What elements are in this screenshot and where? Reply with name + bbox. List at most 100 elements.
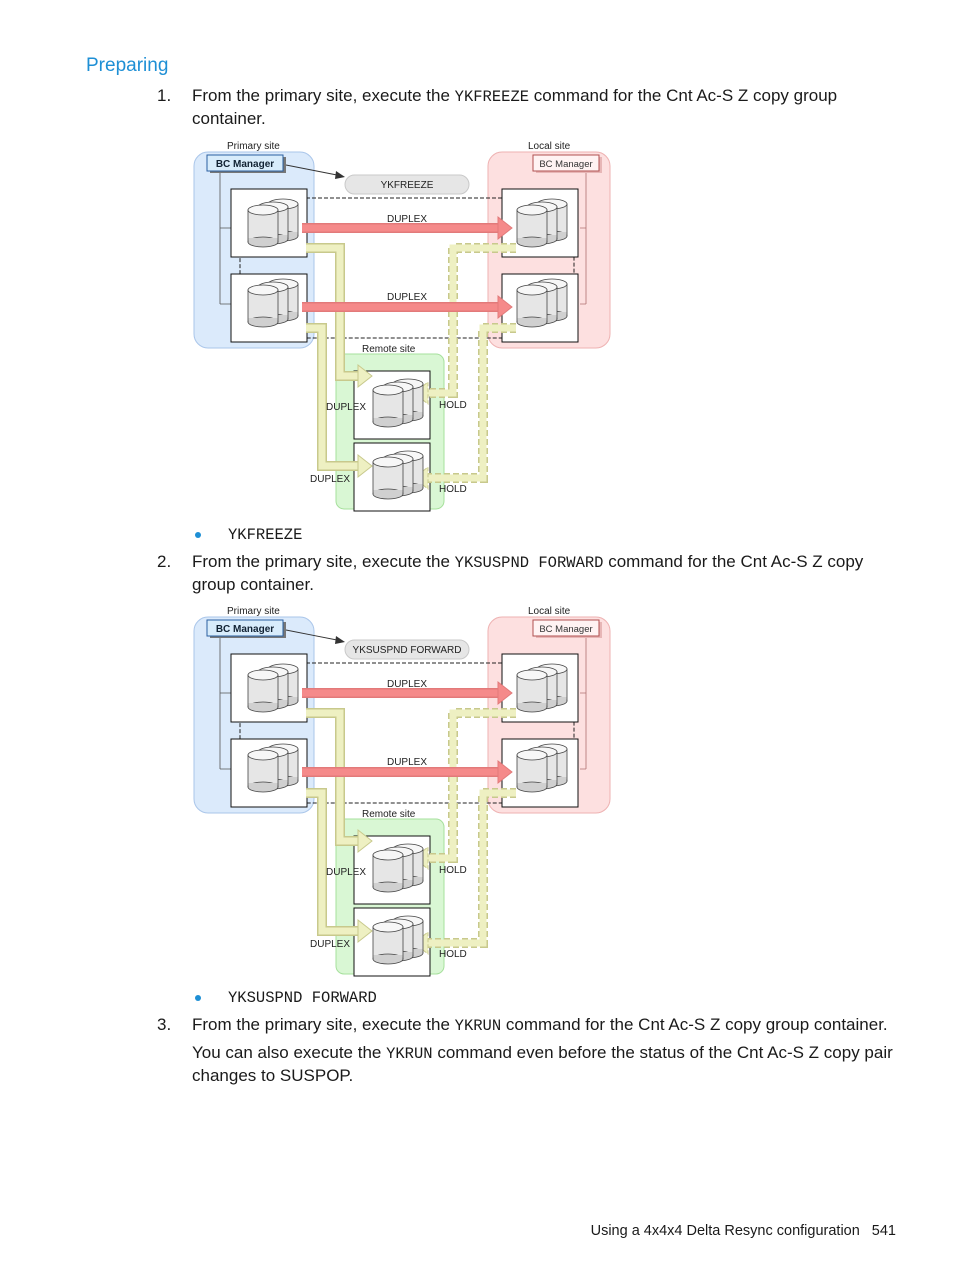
volume-shade — [517, 318, 547, 322]
arrow-shaft — [428, 324, 516, 482]
local-volume — [516, 278, 568, 328]
command-pointer — [285, 629, 343, 642]
arrow-shaft — [306, 789, 358, 935]
local-connector — [580, 173, 587, 305]
volume-shade — [517, 783, 547, 787]
command-name: YKRUN — [454, 1017, 502, 1035]
volume-top — [372, 456, 404, 468]
section-heading: Preparing — [86, 55, 169, 76]
volume-top — [247, 284, 279, 296]
page-number: 541 — [871, 1223, 896, 1239]
primary-volume — [247, 743, 299, 793]
bc-manager-label: BC Manager — [216, 159, 274, 170]
primary-site-label: Primary site — [227, 141, 280, 152]
command-pill — [344, 174, 470, 195]
volume-shade — [373, 883, 403, 887]
bullet-dot — [195, 995, 201, 1001]
primary-volume — [247, 278, 299, 328]
arrow-head — [497, 759, 513, 785]
volume-top — [247, 669, 279, 681]
bc-manager-box — [532, 619, 600, 637]
command-pointer-head — [335, 636, 345, 644]
command-pointer-head — [335, 171, 345, 179]
arrow-head — [497, 215, 513, 241]
primary-site-label: Primary site — [227, 606, 280, 617]
volume-shade — [373, 955, 403, 959]
volume-shade — [248, 238, 278, 242]
step-note: You can also execute the YKRUN command e… — [192, 1043, 893, 1085]
bc-manager-box — [206, 154, 284, 172]
command-pointer — [285, 164, 343, 177]
step-text: From the primary site, execute the YKSUS… — [192, 552, 864, 594]
remote-status-label: DUPLEX — [310, 474, 350, 485]
remote-site-label: Remote site — [362, 809, 416, 820]
volume-top — [372, 384, 404, 396]
bc-manager-box — [532, 154, 600, 172]
bc-manager-box — [206, 619, 284, 637]
primary-volume — [247, 663, 299, 713]
pair-status-label: DUPLEX — [387, 292, 427, 303]
arrow-shaft — [428, 244, 516, 397]
volume-top — [516, 749, 548, 761]
step-text: From the primary site, execute the YKFRE… — [192, 86, 838, 128]
local-site-label: Local site — [528, 141, 571, 152]
duplex-copy-arrow — [302, 680, 513, 706]
local-volume — [516, 743, 568, 793]
remote-volume — [372, 915, 424, 965]
duplex-copy-arrow — [302, 294, 513, 320]
remote-status-label: DUPLEX — [326, 402, 366, 413]
volume-shade — [248, 783, 278, 787]
primary-connector — [219, 173, 232, 305]
pair-status-label: DUPLEX — [387, 679, 427, 690]
pair-status-label: DUPLEX — [387, 214, 427, 225]
volume-top — [516, 204, 548, 216]
volume-shade — [373, 418, 403, 422]
remote-site-label: Remote site — [362, 344, 416, 355]
remote-status-label: HOLD — [439, 949, 467, 960]
arrow-head — [357, 918, 373, 944]
volume-top — [372, 849, 404, 861]
arrow-shaft — [428, 709, 516, 862]
step-text: From the primary site, execute the YKRUN… — [192, 1015, 888, 1035]
arrow-shaft — [428, 789, 516, 947]
volume-shade — [248, 703, 278, 707]
primary-connector — [219, 638, 232, 770]
command-pill — [344, 639, 470, 660]
arrow-head — [497, 294, 513, 320]
volume-shade — [517, 238, 547, 242]
volume-shade — [248, 318, 278, 322]
remote-status-label: HOLD — [439, 484, 467, 495]
command-name: YKFREEZE — [454, 88, 530, 106]
bullet-dot — [195, 532, 201, 538]
remote-status-label: DUPLEX — [326, 867, 366, 878]
volume-shade — [517, 703, 547, 707]
arrow-head — [497, 680, 513, 706]
bc-manager-label: BC Manager — [539, 159, 592, 170]
command-label: YKSUSPND FORWARD — [353, 645, 462, 656]
step-number: 1. — [157, 86, 172, 105]
command-name: YKRUN — [386, 1045, 433, 1063]
remote-volume — [372, 843, 424, 893]
arrow-shaft — [306, 324, 358, 470]
volume-top — [372, 921, 404, 933]
footer-title: Using a 4x4x4 Delta Resync configuration — [590, 1223, 860, 1239]
bc-manager-label: BC Manager — [216, 624, 274, 635]
arrow-head — [357, 453, 373, 479]
duplex-copy-arrow — [302, 215, 513, 241]
volume-top — [516, 669, 548, 681]
remote-status-label: HOLD — [439, 400, 467, 411]
local-volume — [516, 198, 568, 248]
volume-top — [247, 749, 279, 761]
command-label: YKFREEZE — [381, 180, 434, 191]
volume-shade — [373, 490, 403, 494]
remote-copy-arrow — [306, 788, 373, 944]
step-number: 3. — [157, 1015, 172, 1034]
arrow-head — [357, 828, 373, 854]
volume-top — [247, 204, 279, 216]
local-connector — [580, 638, 587, 770]
local-volume — [516, 663, 568, 713]
remote-volume — [372, 378, 424, 428]
primary-volume — [247, 198, 299, 248]
